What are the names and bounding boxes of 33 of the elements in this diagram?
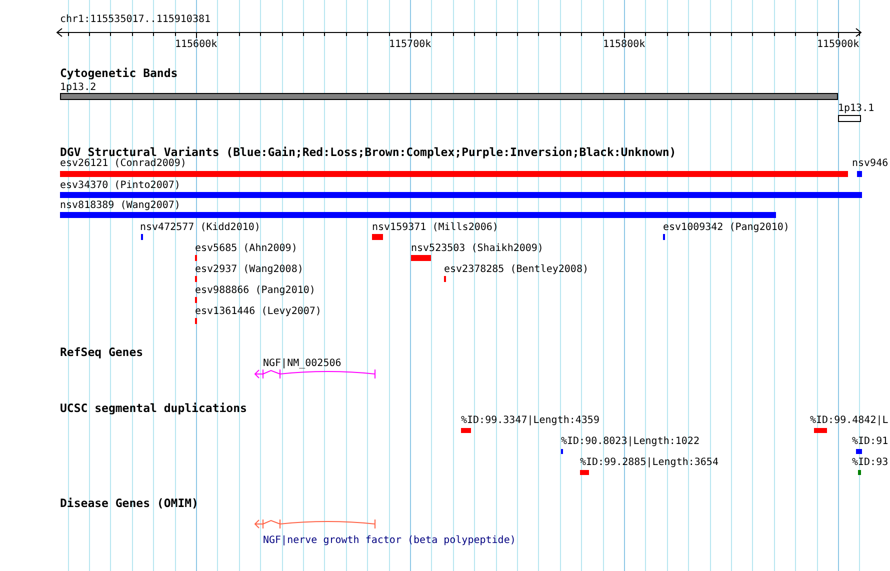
feature-label: esv1009342 (Pang2010)	[663, 222, 790, 233]
feature-label: %ID:99.4842|L	[810, 415, 888, 426]
feature-label: nsv523503 (Shaikh2009)	[411, 243, 544, 254]
feature-label: nsv946	[852, 158, 888, 169]
scale-label: 115800k	[603, 39, 646, 50]
track-title: UCSC segmental duplications	[60, 402, 247, 414]
feature-label: esv2937 (Wang2008)	[195, 264, 304, 275]
band-label: 1p13.1	[838, 103, 874, 114]
track-title: Cytogenetic Bands	[60, 67, 178, 79]
feature-label: %ID:93	[852, 457, 888, 468]
scale-label: 115700k	[389, 39, 432, 50]
feature-label: esv1361446 (Levy2007)	[195, 306, 322, 317]
feature-label: %ID:90.8023|Length:1022	[561, 436, 700, 447]
track-title: DGV Structural Variants (Blue:Gain;Red:Loss;Brown:Complex;Purple:Inversion;Black:Unknown)	[60, 146, 676, 158]
feature-label: esv26121 (Conrad2009)	[60, 158, 186, 169]
feature-label: nsv159371 (Mills2006)	[372, 222, 498, 233]
feature-label: esv34370 (Pinto2007)	[60, 180, 180, 191]
band-label: 1p13.2	[60, 82, 96, 93]
feature-label: %ID:91	[852, 436, 888, 447]
coordinate-range: chr1:115535017..115910381	[60, 14, 211, 25]
scale-label: 115600k	[175, 39, 218, 50]
feature-label: %ID:99.2885|Length:3654	[580, 457, 718, 468]
feature-label: nsv472577 (Kidd2010)	[140, 222, 260, 233]
track-title: Disease Genes (OMIM)	[60, 497, 198, 509]
feature-label: nsv818389 (Wang2007)	[60, 200, 180, 211]
feature-label: esv2378285 (Bentley2008)	[444, 264, 588, 275]
track-title: RefSeq Genes	[60, 346, 144, 358]
scale-label: 115900k	[817, 39, 860, 50]
disease-gene-label: NGF|nerve growth factor (beta polypeptide)	[263, 535, 516, 546]
feature-label: esv988866 (Pang2010)	[195, 285, 316, 296]
feature-label: %ID:99.3347|Length:4359	[461, 415, 600, 426]
gene-label: NGF|NM_002506	[263, 358, 342, 369]
feature-label: esv5685 (Ahn2009)	[195, 243, 298, 254]
